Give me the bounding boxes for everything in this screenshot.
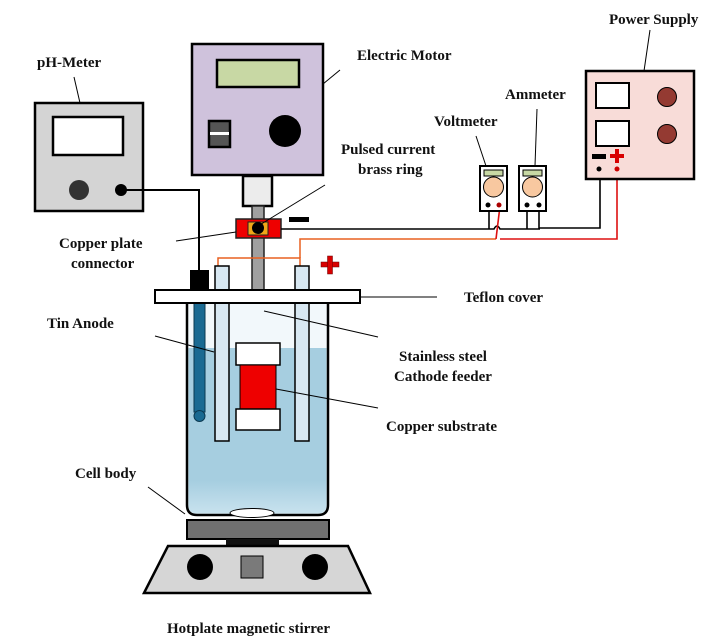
copper-substrate-label: Copper substrate (386, 419, 497, 435)
voltmeter-dial-icon (483, 176, 504, 198)
copper-plate-connector (235, 218, 282, 239)
power-supply-label: Power Supply (609, 12, 699, 28)
ammeter (518, 165, 547, 212)
power-supply-plus-icon (610, 149, 624, 163)
pulsed-current-label-line1: Pulsed current (341, 142, 435, 158)
voltmeter-display (483, 169, 504, 177)
tin-anode-label: Tin Anode (47, 316, 114, 332)
stirrer-knob-left-icon (187, 554, 213, 580)
plus-sign-icon (320, 255, 340, 275)
ammeter-pos-terminal (536, 202, 542, 208)
ph-meter-leader-line (73, 76, 81, 104)
stirrer-display (240, 555, 264, 579)
ammeter-leader-line (534, 108, 538, 167)
tin-anode-left (214, 265, 230, 442)
voltmeter-label: Voltmeter (434, 114, 498, 130)
ammeter-dial-icon (522, 176, 543, 198)
stainless-steel-label-line2: Cathode feeder (394, 369, 492, 385)
ammeter-display (522, 169, 543, 177)
cell-body (185, 265, 330, 518)
ammeter-neg-terminal (524, 202, 530, 208)
motor-knob-icon (269, 115, 301, 147)
ph-meter-display (51, 115, 125, 157)
copper-plate-label-line2: connector (71, 256, 135, 272)
ph-probe (193, 294, 206, 413)
ph-meter-knob-icon (69, 180, 89, 200)
ph-probe-wire (121, 189, 200, 272)
ph-meter (33, 101, 145, 213)
power-supply-leader-line (643, 29, 651, 72)
tin-anode-right (294, 265, 310, 442)
power-supply-minus-icon (592, 154, 606, 159)
power-supply (584, 69, 696, 181)
cell-body-leader-line (147, 486, 186, 515)
ammeter-label: Ammeter (505, 87, 566, 103)
stirrer-top-plate (186, 519, 330, 540)
power-supply-pos-terminal (614, 166, 620, 172)
teflon-cover (154, 289, 361, 304)
voltmeter-pos-terminal (496, 202, 502, 208)
power-supply-display-1 (595, 82, 630, 109)
negative-wire-hop (487, 225, 540, 230)
power-supply-knob-1-icon (657, 87, 677, 107)
substrate-holder-top (235, 342, 281, 366)
power-supply-knob-2-icon (657, 124, 677, 144)
brass-ring-screw-icon (252, 222, 264, 234)
electric-motor-label: Electric Motor (357, 48, 452, 64)
positive-wire (299, 238, 496, 258)
stirrer-neck (226, 539, 279, 547)
stainless-steel-label-line1: Stainless steel (399, 349, 487, 365)
pulsed-current-leader-line (257, 184, 326, 227)
psu-positive-wire (500, 170, 618, 240)
copper-plate-label-line1: Copper plate (59, 236, 143, 252)
motor-display (215, 58, 301, 89)
voltmeter (479, 165, 508, 212)
cell-body-label: Cell body (75, 466, 137, 482)
anode-bridge-wire (217, 257, 301, 266)
power-supply-display-2 (595, 120, 630, 147)
voltmeter-leader-line (475, 135, 487, 167)
voltmeter-neg-terminal (485, 202, 491, 208)
pulsed-current-label-line2: brass ring (358, 162, 423, 178)
ammeter-to-psu-wire (538, 169, 601, 229)
tin-anode-leader-line (154, 335, 215, 353)
substrate-holder-bottom (235, 408, 281, 431)
ph-probe-head (190, 270, 209, 290)
copper-plate-leader-line (175, 231, 237, 242)
stirrer-knob-right-icon (302, 554, 328, 580)
motor-switch-slot (210, 132, 229, 135)
motor-coupling (241, 174, 274, 208)
electric-motor (190, 42, 325, 208)
copper-substrate-leader-line (275, 388, 379, 409)
copper-substrate (239, 364, 277, 410)
teflon-cover-label: Teflon cover (464, 290, 543, 306)
stainless-steel-leader-line (263, 310, 379, 338)
magnetic-stir-bar (229, 508, 275, 518)
motor-leader-line (322, 69, 341, 85)
minus-sign-icon (289, 217, 309, 222)
hotplate-magnetic-stirrer (141, 519, 372, 595)
ph-meter-label: pH-Meter (37, 55, 101, 71)
ph-probe-bulb (193, 410, 206, 422)
hotplate-label: Hotplate magnetic stirrer (167, 621, 330, 637)
power-supply-neg-terminal (596, 166, 602, 172)
